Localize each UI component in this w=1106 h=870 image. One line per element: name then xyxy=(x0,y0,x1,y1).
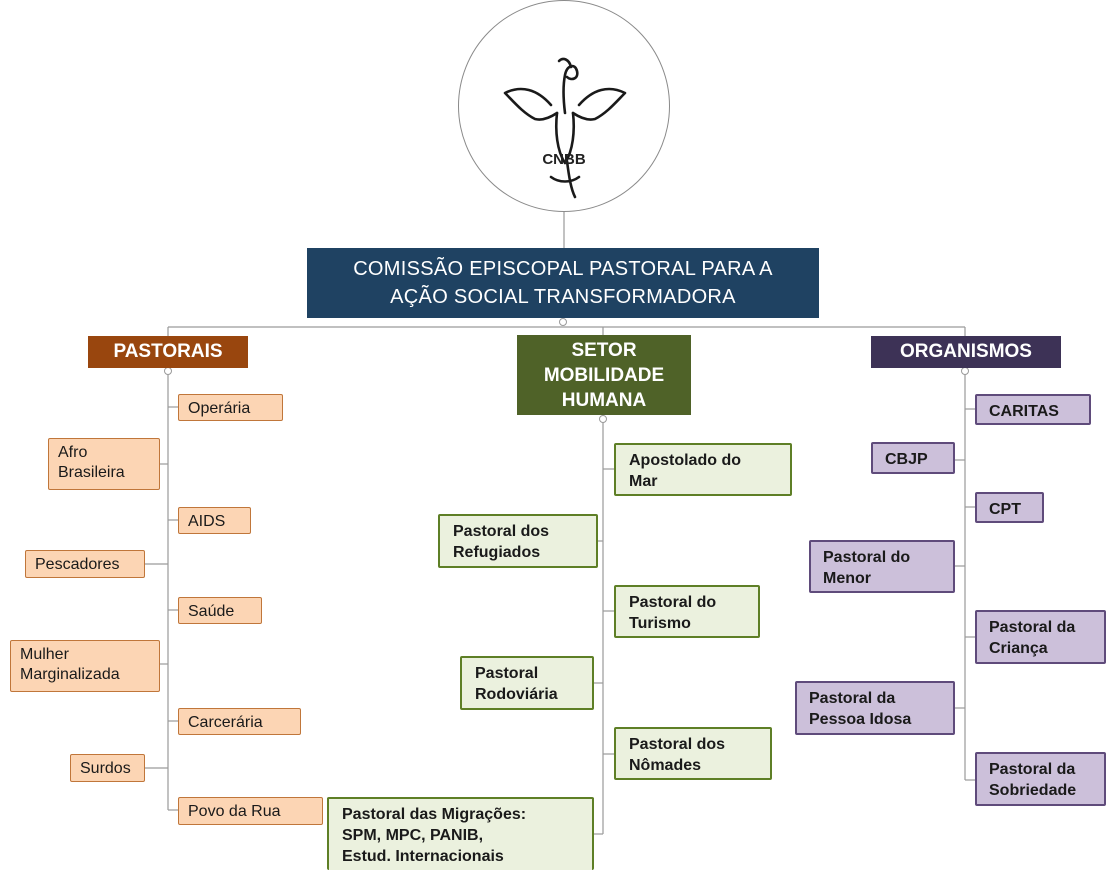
node-line: Criança xyxy=(989,640,1048,657)
node-line: Apostolado do xyxy=(629,452,741,469)
setor-mobilidade-header[interactable]: SETOR MOBILIDADE HUMANA xyxy=(517,335,691,415)
node-surdos[interactable]: Surdos xyxy=(70,754,145,782)
node-line: Pessoa Idosa xyxy=(809,711,912,728)
node-line: Pastoral do xyxy=(629,594,717,611)
dove-icon xyxy=(503,57,627,199)
node-line: Pastoral da xyxy=(809,690,896,707)
header-line: HUMANA xyxy=(561,390,647,411)
node-line: SPM, MPC, PANIB, xyxy=(342,827,484,844)
node-aids[interactable]: AIDS xyxy=(178,507,251,534)
node-line: Sobriedade xyxy=(989,782,1077,799)
node-povo-da-rua[interactable]: Povo da Rua xyxy=(178,797,323,825)
node-pastoral-das-migracoes[interactable]: Pastoral das Migrações: SPM, MPC, PANIB,… xyxy=(327,797,594,870)
node-pastoral-da-pessoa-idosa[interactable]: Pastoral da Pessoa Idosa xyxy=(795,681,955,735)
node-line: Pastoral dos xyxy=(453,523,550,540)
node-afro-brasileira[interactable]: Afro Brasileira xyxy=(48,438,160,490)
node-pastoral-rodoviaria[interactable]: Pastoral Rodoviária xyxy=(460,656,594,710)
node-line: Refugiados xyxy=(453,544,541,561)
main-title-box[interactable]: COMISSÃO EPISCOPAL PASTORAL PARA A AÇÃO … xyxy=(307,248,819,318)
collapse-toggle-icon[interactable] xyxy=(559,318,567,326)
collapse-toggle-icon[interactable] xyxy=(961,367,969,375)
node-line: Brasileira xyxy=(58,464,125,481)
node-cpt[interactable]: CPT xyxy=(975,492,1044,523)
node-line: Menor xyxy=(823,570,871,587)
logo-text: CNBB xyxy=(542,151,586,168)
header-line: MOBILIDADE xyxy=(543,365,665,386)
node-pastoral-da-sobriedade[interactable]: Pastoral da Sobriedade xyxy=(975,752,1106,806)
title-line: AÇÃO SOCIAL TRANSFORMADORA xyxy=(390,286,736,308)
node-line: Pastoral xyxy=(475,665,539,682)
collapse-toggle-icon[interactable] xyxy=(164,367,172,375)
collapse-toggle-icon[interactable] xyxy=(599,415,607,423)
node-pastoral-da-crianca[interactable]: Pastoral da Criança xyxy=(975,610,1106,664)
node-line: Pastoral dos xyxy=(629,736,726,753)
node-pescadores[interactable]: Pescadores xyxy=(25,550,145,578)
pastorais-header[interactable]: PASTORAIS xyxy=(88,336,248,368)
node-pastoral-dos-refugiados[interactable]: Pastoral dos Refugiados xyxy=(438,514,598,568)
node-line: Pastoral do xyxy=(823,549,911,566)
node-line: Rodoviária xyxy=(475,686,558,703)
cnbb-logo: CNBB xyxy=(458,0,670,212)
title-line: COMISSÃO EPISCOPAL PASTORAL PARA A xyxy=(353,258,773,280)
node-line: Estud. Internacionais xyxy=(342,848,504,865)
node-line: Pastoral da xyxy=(989,761,1076,778)
node-caritas[interactable]: CARITAS xyxy=(975,394,1091,425)
node-pastoral-do-turismo[interactable]: Pastoral do Turismo xyxy=(614,585,760,638)
node-line: Afro xyxy=(58,444,88,461)
node-saude[interactable]: Saúde xyxy=(178,597,262,624)
node-cbjp[interactable]: CBJP xyxy=(871,442,955,474)
node-carceraria[interactable]: Carcerária xyxy=(178,708,301,735)
node-line: Mulher xyxy=(20,646,69,663)
organismos-header[interactable]: ORGANISMOS xyxy=(871,336,1061,368)
node-operaria[interactable]: Operária xyxy=(178,394,283,421)
node-line: Mar xyxy=(629,473,658,490)
node-line: Pastoral da xyxy=(989,619,1076,636)
node-pastoral-dos-nomades[interactable]: Pastoral dos Nômades xyxy=(614,727,772,780)
node-line: Nômades xyxy=(629,757,702,774)
node-line: Marginalizada xyxy=(20,666,120,683)
node-line: Pastoral das Migrações: xyxy=(342,806,527,823)
header-line: SETOR xyxy=(571,340,637,361)
node-mulher-marginalizada[interactable]: Mulher Marginalizada xyxy=(10,640,160,692)
node-pastoral-do-menor[interactable]: Pastoral do Menor xyxy=(809,540,955,593)
node-line: Turismo xyxy=(629,615,691,632)
node-apostolado-do-mar[interactable]: Apostolado do Mar xyxy=(614,443,792,496)
